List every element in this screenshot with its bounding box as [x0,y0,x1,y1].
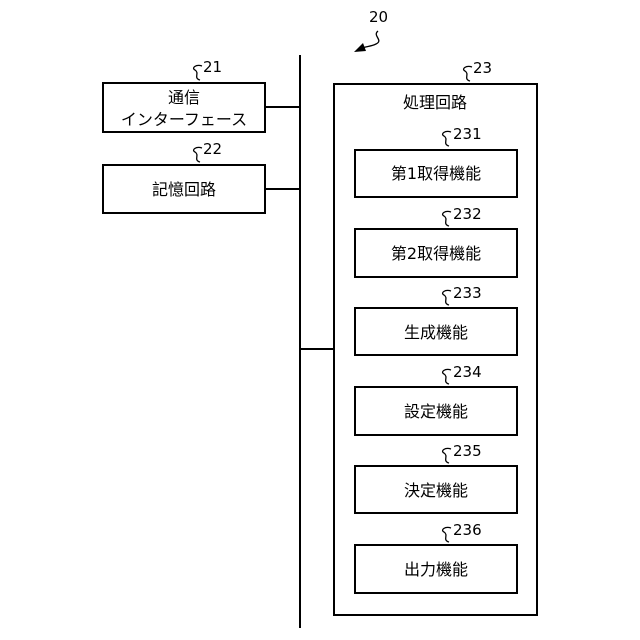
memory-circuit-block: 記憶回路 22 [103,140,265,213]
function-ref: 235 [453,442,482,460]
processing-circuit-leader-icon [464,66,472,81]
memory-circuit-label: 記憶回路 [152,180,216,199]
function-ref: 232 [453,205,482,223]
function-label: 第2取得機能 [391,244,481,263]
figure-ref-label: 20 [369,8,388,26]
function-ref: 233 [453,284,482,302]
function-ref: 231 [453,125,482,143]
comm-interface-label-line1: 通信 [168,88,200,107]
comm-interface-label-line2: インターフェース [121,110,247,129]
function-ref: 234 [453,363,482,381]
processing-circuit-ref: 23 [473,59,492,77]
processing-circuit-label: 処理回路 [403,93,467,112]
function-label: 決定機能 [404,481,468,500]
figure-ref-arrowhead-icon [354,43,366,52]
memory-circuit-leader-icon [194,147,202,162]
function-label: 設定機能 [404,402,468,421]
function-ref: 236 [453,521,482,539]
function-label: 出力機能 [404,560,468,579]
function-label: 第1取得機能 [391,164,481,183]
function-label: 生成機能 [404,323,468,342]
comm-interface-leader-icon [194,65,202,80]
comm-interface-block: 通信 インターフェース 21 [103,58,265,132]
figure-reference: 20 [354,8,388,52]
comm-interface-ref: 21 [203,58,222,76]
memory-circuit-ref: 22 [203,140,222,158]
